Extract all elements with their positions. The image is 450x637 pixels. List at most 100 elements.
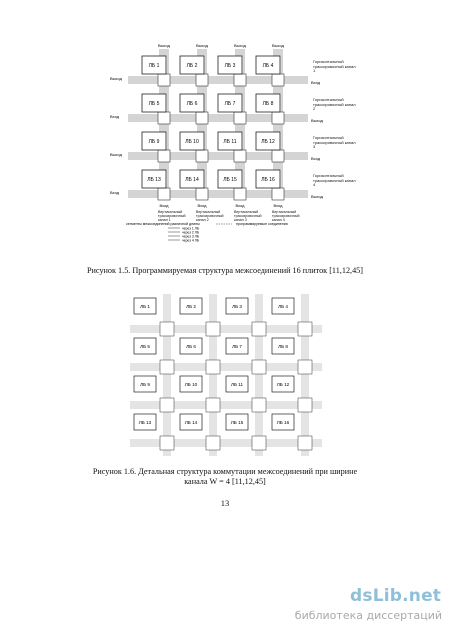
figure-caption: Рисунок 1.5. Программируемая структура м… bbox=[87, 266, 363, 275]
right-port-label: Вход bbox=[311, 156, 321, 161]
figure-caption: Рисунок 1.6. Детальная структура коммута… bbox=[92, 467, 358, 476]
svg-text:ЛБ 7: ЛБ 7 bbox=[232, 344, 242, 349]
logic-block: ЛБ 8 bbox=[271, 337, 295, 355]
svg-text:ЛБ 6: ЛБ 6 bbox=[187, 101, 198, 107]
logic-block: ЛБ 15 bbox=[217, 169, 243, 189]
svg-text:ЛБ 11: ЛБ 11 bbox=[223, 139, 236, 145]
logic-block: ЛБ 4 bbox=[271, 297, 295, 315]
svg-text:ЛБ 12: ЛБ 12 bbox=[261, 139, 275, 145]
logic-block: ЛБ 7 bbox=[217, 93, 243, 113]
logic-block: ЛБ 5 bbox=[133, 337, 157, 355]
logic-block: ЛБ 5 bbox=[141, 93, 167, 113]
logic-block: ЛБ 9 bbox=[133, 375, 157, 393]
svg-text:ЛБ 9: ЛБ 9 bbox=[140, 382, 150, 387]
svg-text:ЛБ 7: ЛБ 7 bbox=[225, 101, 236, 107]
top-output-label: Выход bbox=[272, 43, 285, 48]
svg-text:ЛБ 4: ЛБ 4 bbox=[263, 63, 274, 69]
logic-block-grid: ЛБ 1 ЛБ 2 ЛБ 3 ЛБ 4 ЛБ 5 ЛБ 6 ЛБ 7 ЛБ 8 … bbox=[141, 55, 281, 189]
legend-item: через 4 ЛБ bbox=[182, 239, 200, 243]
watermark: dsLib.net bbox=[350, 586, 442, 606]
svg-text:ЛБ 13: ЛБ 13 bbox=[147, 177, 161, 183]
svg-text:ЛБ 4: ЛБ 4 bbox=[278, 304, 288, 309]
logic-block: ЛБ 10 bbox=[179, 131, 205, 151]
logic-block: ЛБ 16 bbox=[255, 169, 281, 189]
svg-text:ЛБ 5: ЛБ 5 bbox=[140, 344, 150, 349]
page-number: 13 bbox=[220, 498, 230, 508]
figure-caption-continued: канала W = 4 [11,12,45] bbox=[184, 477, 266, 486]
svg-text:ЛБ 1: ЛБ 1 bbox=[149, 63, 160, 69]
logic-block: ЛБ 2 bbox=[179, 297, 203, 315]
horizontal-channel-label: Горизонтальный трассировочный канал 3 bbox=[313, 135, 356, 150]
top-output-label: Выход bbox=[234, 43, 247, 48]
svg-text:ЛБ 5: ЛБ 5 bbox=[149, 101, 160, 107]
vertical-channel-label: Вертикальный трассировочный канал 4 bbox=[272, 210, 300, 223]
logic-block: ЛБ 1 bbox=[141, 55, 167, 75]
svg-text:ЛБ 10: ЛБ 10 bbox=[185, 382, 198, 387]
svg-text:ЛБ 12: ЛБ 12 bbox=[277, 382, 290, 387]
logic-block: ЛБ 12 bbox=[271, 375, 295, 393]
legend-item: через 1 ЛБ bbox=[182, 227, 200, 231]
watermark-subtitle: библиотека диссертаций bbox=[294, 609, 442, 622]
svg-text:ЛБ 14: ЛБ 14 bbox=[185, 177, 199, 183]
switch-boxes bbox=[159, 321, 313, 451]
svg-text:ЛБ 6: ЛБ 6 bbox=[186, 344, 196, 349]
svg-text:ЛБ 8: ЛБ 8 bbox=[263, 101, 274, 107]
logic-block: ЛБ 3 bbox=[217, 55, 243, 75]
switch-boxes bbox=[157, 73, 285, 201]
top-output-label: Выход bbox=[158, 43, 171, 48]
logic-block: ЛБ 14 bbox=[179, 169, 205, 189]
bottom-input-label: Вход bbox=[197, 203, 207, 208]
svg-text:ЛБ 9: ЛБ 9 bbox=[149, 139, 160, 145]
svg-text:ЛБ 8: ЛБ 8 bbox=[278, 344, 288, 349]
interconnect-diagram-16-tiles: Выход Выход Выход Выход ЛБ 1 ЛБ 2 ЛБ 3 Л… bbox=[110, 43, 324, 243]
logic-block: ЛБ 1 bbox=[133, 297, 157, 315]
svg-text:ЛБ 13: ЛБ 13 bbox=[139, 420, 152, 425]
right-port-label: Выход bbox=[311, 118, 324, 123]
logic-block: ЛБ 15 bbox=[225, 413, 249, 431]
legend-title: сегменты межсоединений различной длины bbox=[126, 222, 200, 226]
logic-block-grid: ЛБ 1 ЛБ 2 ЛБ 3 ЛБ 4 ЛБ 5 ЛБ 6 ЛБ 7 ЛБ 8 … bbox=[133, 297, 295, 431]
watermark-logo: dsLib.net bbox=[350, 586, 442, 606]
logic-block: ЛБ 10 bbox=[179, 375, 203, 393]
bottom-input-label: Вход bbox=[235, 203, 245, 208]
vertical-channel-label: Вертикальный трассировочный канал 1 bbox=[158, 210, 186, 223]
svg-text:ЛБ 14: ЛБ 14 bbox=[185, 420, 198, 425]
top-output-label: Выход bbox=[196, 43, 209, 48]
horizontal-channel-label: Горизонтальный трассировочный канал 4 bbox=[313, 173, 356, 188]
right-port-label: Выход bbox=[311, 194, 324, 199]
legend-prog: программируемые соединения bbox=[236, 222, 288, 226]
svg-text:ЛБ 16: ЛБ 16 bbox=[277, 420, 290, 425]
bottom-input-label: Вход bbox=[273, 203, 283, 208]
logic-block: ЛБ 4 bbox=[255, 55, 281, 75]
detailed-switch-diagram: ЛБ 1 ЛБ 2 ЛБ 3 ЛБ 4 ЛБ 5 ЛБ 6 ЛБ 7 ЛБ 8 … bbox=[130, 294, 322, 456]
svg-text:ЛБ 15: ЛБ 15 bbox=[223, 177, 237, 183]
logic-block: ЛБ 7 bbox=[225, 337, 249, 355]
logic-block: ЛБ 12 bbox=[255, 131, 281, 151]
logic-block: ЛБ 2 bbox=[179, 55, 205, 75]
logic-block: ЛБ 8 bbox=[255, 93, 281, 113]
left-port-label: Выход bbox=[110, 152, 123, 157]
left-port-label: Вход bbox=[110, 114, 120, 119]
right-port-label: Вход bbox=[311, 80, 321, 85]
logic-block: ЛБ 9 bbox=[141, 131, 167, 151]
left-port-label: Вход bbox=[110, 190, 120, 195]
logic-block: ЛБ 14 bbox=[179, 413, 203, 431]
svg-text:ЛБ 3: ЛБ 3 bbox=[225, 63, 236, 69]
horizontal-channel-label: Горизонтальный трассировочный канал 1 bbox=[313, 59, 356, 74]
logic-block: ЛБ 11 bbox=[225, 375, 249, 393]
left-port-label: Выход bbox=[110, 76, 123, 81]
legend-item: через 3 ЛБ bbox=[182, 235, 200, 239]
svg-text:ЛБ 11: ЛБ 11 bbox=[231, 382, 244, 387]
vertical-channel-label: Вертикальный трассировочный канал 2 bbox=[196, 210, 224, 223]
logic-block: ЛБ 13 bbox=[133, 413, 157, 431]
svg-text:ЛБ 2: ЛБ 2 bbox=[186, 304, 196, 309]
svg-text:ЛБ 1: ЛБ 1 bbox=[140, 304, 150, 309]
logic-block: ЛБ 11 bbox=[217, 131, 243, 151]
vertical-channel-label: Вертикальный трассировочный канал 3 bbox=[234, 210, 262, 223]
svg-text:ЛБ 16: ЛБ 16 bbox=[261, 177, 275, 183]
logic-block: ЛБ 13 bbox=[141, 169, 167, 189]
svg-text:ЛБ 3: ЛБ 3 bbox=[232, 304, 242, 309]
legend-item: через 2 ЛБ bbox=[182, 231, 200, 235]
logic-block: ЛБ 6 bbox=[179, 337, 203, 355]
svg-text:ЛБ 2: ЛБ 2 bbox=[187, 63, 198, 69]
